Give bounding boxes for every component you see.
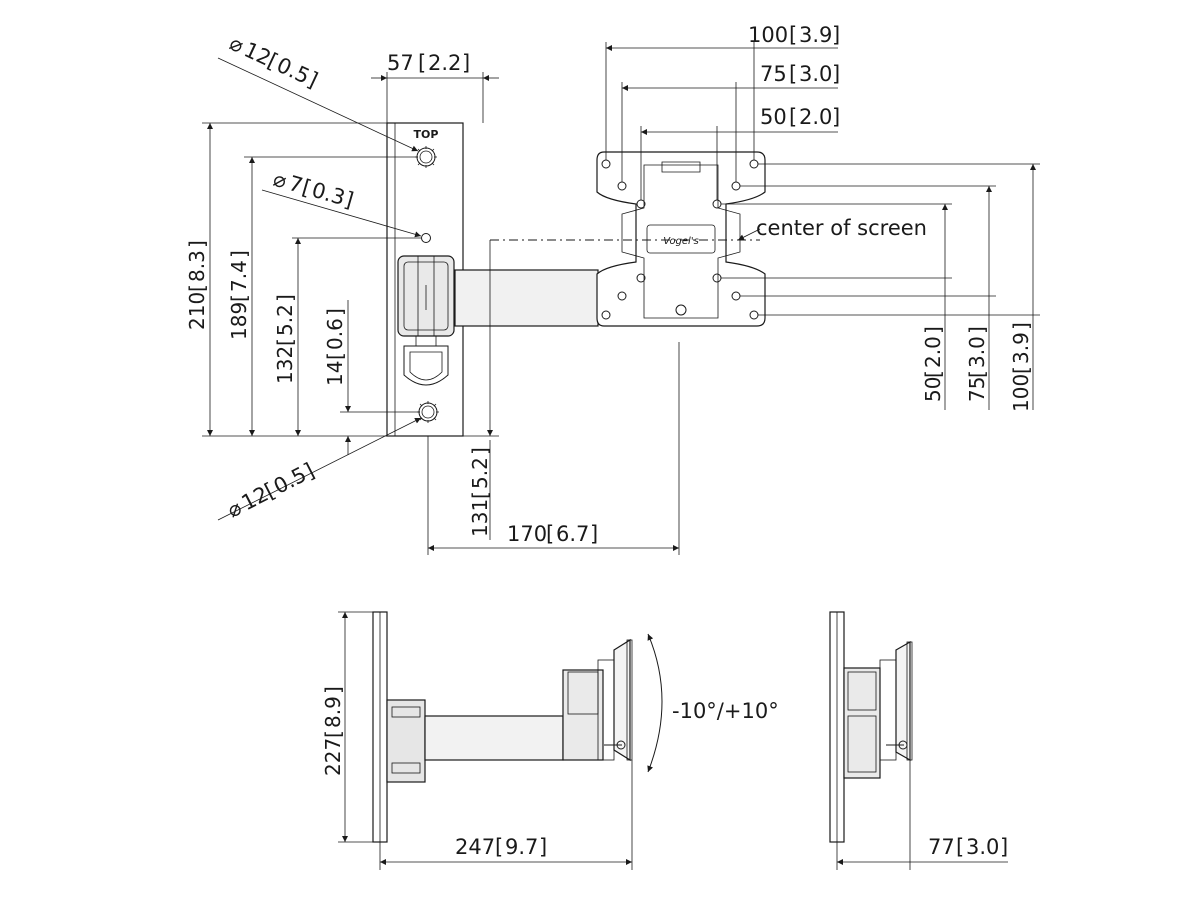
svg-text:75: 75 [760, 62, 787, 86]
svg-text:100: 100 [748, 23, 788, 47]
svg-text:]: ] [323, 308, 347, 316]
svg-text:0.6: 0.6 [323, 318, 347, 350]
tilt-range-label: -10°/+10° [672, 699, 779, 723]
svg-text:2.0: 2.0 [799, 105, 832, 129]
svg-text:]: ] [462, 51, 470, 75]
svg-text:]: ] [832, 62, 840, 86]
svg-text:]: ] [1000, 835, 1008, 859]
center-of-screen-label: center of screen [756, 216, 927, 240]
svg-text:]: ] [832, 105, 840, 129]
svg-text:8.9: 8.9 [321, 696, 345, 728]
svg-text:3.0: 3.0 [966, 835, 999, 859]
dim-vesa-v75: 75 [ 3.0 ] [740, 185, 996, 410]
dim-drop: 131 [ 5.2 ] [427, 240, 499, 555]
svg-text:75: 75 [965, 377, 989, 402]
svg-text:[: [ [227, 294, 251, 302]
svg-text:5.2: 5.2 [468, 457, 492, 489]
svg-text:189: 189 [227, 302, 251, 340]
svg-text:3.9: 3.9 [799, 23, 832, 47]
svg-text:[: [ [1009, 366, 1033, 374]
swing-arm [454, 269, 599, 327]
svg-text:3.0: 3.0 [799, 62, 832, 86]
dim-lower-hole-height: 14 [ 0.6 ] [323, 300, 420, 455]
svg-text:]: ] [921, 326, 945, 334]
svg-text:3.0: 3.0 [965, 336, 989, 368]
dim-vesa-v100: 100 [ 3.9 ] [758, 163, 1040, 412]
dim-axis-height: 132 [ 5.2 ] [273, 237, 421, 436]
svg-text:131: 131 [468, 499, 492, 537]
side-view-folded: 77 [ 3.0 ] [829, 611, 1008, 870]
small-hole [421, 233, 431, 243]
svg-text:[: [ [789, 62, 797, 86]
dim-total-height: 210 [ 8.3 ] [185, 122, 387, 437]
svg-text:170: 170 [507, 522, 547, 546]
svg-text:]: ] [832, 23, 840, 47]
dim-upper-hole-height: 189 [ 7.4 ] [227, 156, 418, 436]
svg-text:227: 227 [321, 738, 345, 776]
svg-text:]: ] [1009, 322, 1033, 330]
svg-text:]: ] [590, 522, 598, 546]
svg-text:[: [ [921, 370, 945, 378]
svg-text:]: ] [185, 240, 209, 248]
pivot-block [397, 255, 455, 386]
wall-plate: TOP [386, 122, 599, 437]
svg-text:5.2: 5.2 [273, 304, 297, 336]
svg-text:132: 132 [273, 346, 297, 384]
svg-text:50: 50 [921, 377, 945, 402]
svg-text:2.0: 2.0 [921, 336, 945, 368]
svg-text:8.3: 8.3 [185, 250, 209, 282]
vesa-plate: Vogel's [596, 151, 766, 327]
dim-lower-hole-diameter: ⌀ 12 [ 0.5 ] [217, 417, 422, 522]
svg-text:[: [ [495, 835, 503, 859]
svg-text:]: ] [227, 250, 251, 258]
tilt-arc [647, 633, 663, 773]
svg-text:100: 100 [1009, 374, 1033, 412]
svg-text:7.4: 7.4 [227, 260, 251, 292]
svg-text:[: [ [956, 835, 964, 859]
svg-text:]: ] [273, 294, 297, 302]
dim-vesa-h100: 100 [ 3.9 ] [605, 23, 840, 160]
svg-text:[: [ [323, 352, 347, 360]
svg-text:7: 7 [286, 171, 305, 198]
svg-text:]: ] [965, 326, 989, 334]
svg-text:247: 247 [455, 835, 495, 859]
svg-text:]: ] [539, 835, 547, 859]
svg-text:[: [ [418, 51, 426, 75]
svg-text:[: [ [468, 491, 492, 499]
dim-plate-width: 57 [ 2.2 ] [371, 51, 499, 123]
side-view-extended: 227 [ 8.9 ] 247 [ 9.7 ] -10°/+10° [321, 611, 779, 870]
svg-text:]: ] [321, 686, 345, 694]
svg-text:50: 50 [760, 105, 787, 129]
dim-reach: 170 [ 6.7 ] [428, 342, 680, 555]
svg-text:3.9: 3.9 [1009, 332, 1033, 364]
svg-text:210: 210 [185, 292, 209, 330]
svg-text:[: [ [185, 284, 209, 292]
svg-text:77: 77 [928, 835, 955, 859]
svg-text:[: [ [789, 23, 797, 47]
brand-logo: Vogel's [663, 236, 699, 247]
dim-vesa-h75: 75 [ 3.0 ] [621, 62, 840, 182]
svg-text:[: [ [321, 730, 345, 738]
dim-vesa-h50: 50 [ 2.0 ] [640, 105, 840, 200]
svg-text:[: [ [789, 105, 797, 129]
svg-text:6.7: 6.7 [556, 522, 589, 546]
lower-mounting-hole [417, 401, 439, 423]
dim-vesa-v50: 50 [ 2.0 ] [721, 203, 952, 410]
svg-text:[: [ [546, 522, 554, 546]
lock-screw [675, 304, 687, 316]
svg-text:57: 57 [387, 51, 414, 75]
svg-text:2.2: 2.2 [428, 51, 461, 75]
svg-text:9.7: 9.7 [505, 835, 538, 859]
svg-text:]: ] [468, 447, 492, 455]
plate-top-label: TOP [414, 128, 439, 141]
svg-text:[: [ [965, 370, 989, 378]
svg-text:14: 14 [323, 361, 347, 386]
svg-text:[: [ [273, 338, 297, 346]
